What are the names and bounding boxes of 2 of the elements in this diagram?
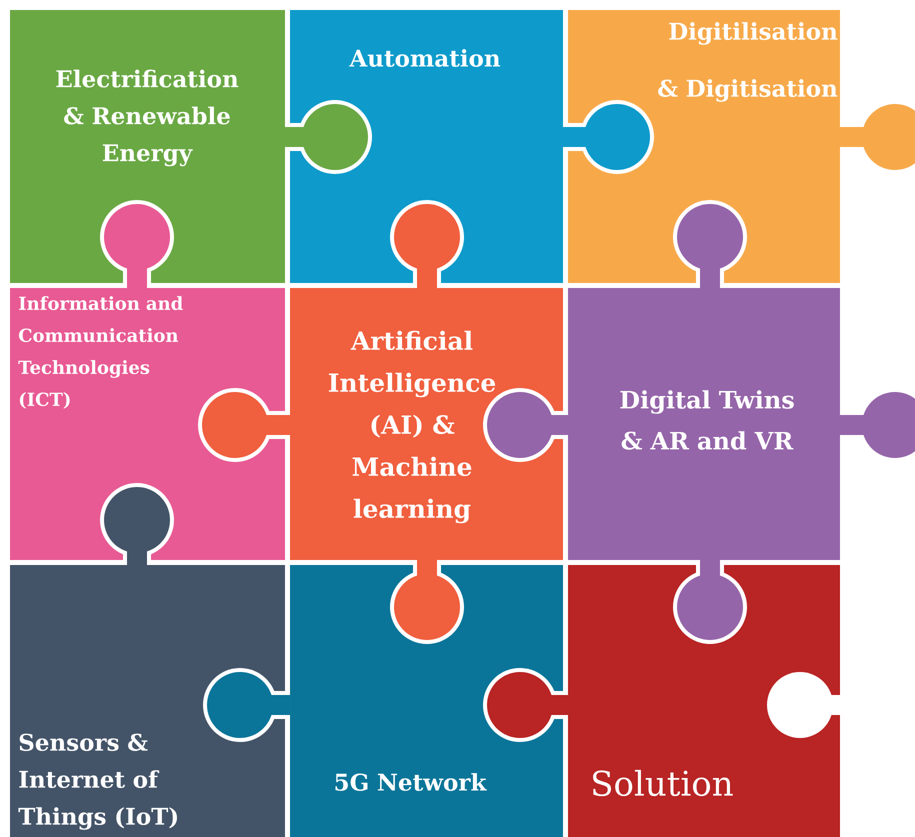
puzzle-piece: Artificial Intelligence (AI) & Machine learning	[198, 200, 563, 644]
puzzle-piece: Sensors & Internet of Things (IoT)	[10, 482, 285, 837]
